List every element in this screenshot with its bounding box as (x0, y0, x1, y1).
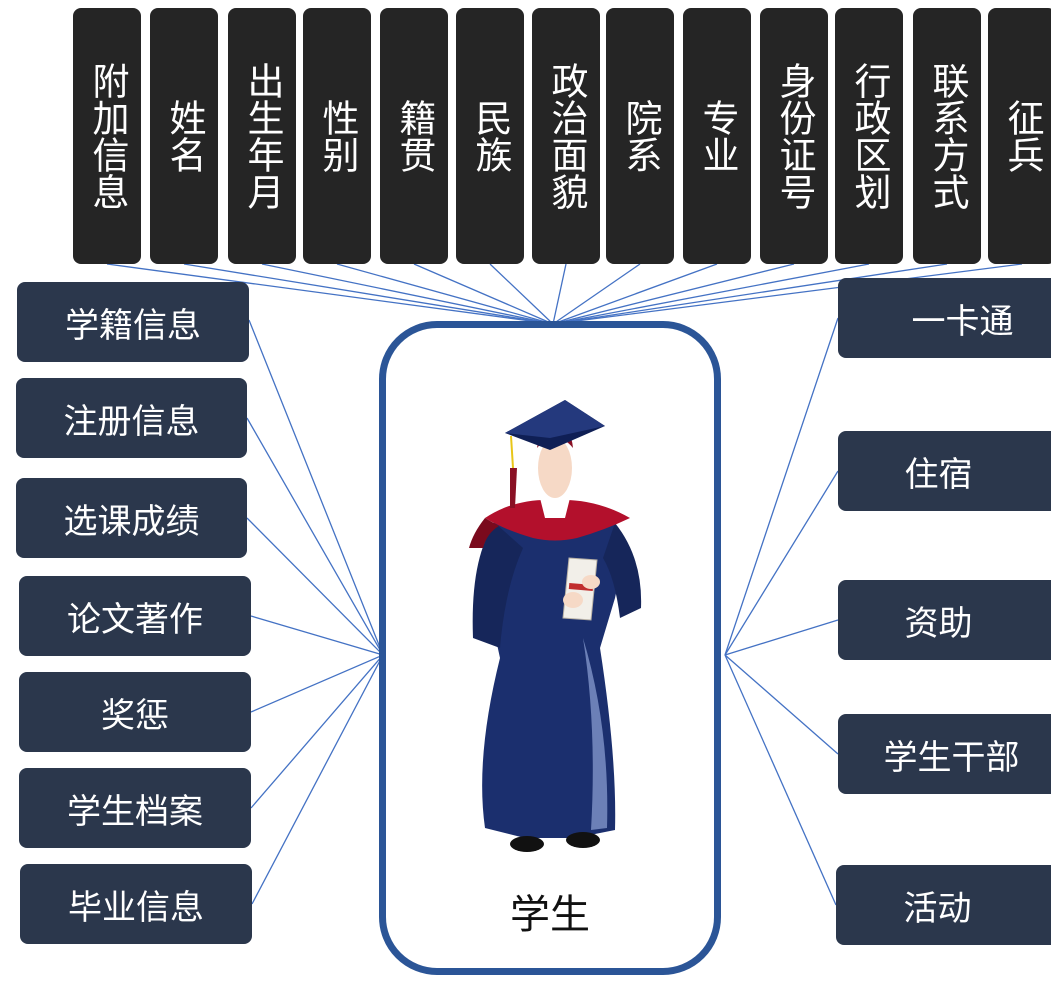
top-field-label: 姓名 (163, 99, 206, 173)
top-field-label: 联系方式 (926, 62, 969, 210)
left-item-label: 学籍信息 (65, 305, 201, 346)
tassel-cord (510, 435, 514, 469)
left-item-enrollment-info: 学籍信息 (17, 282, 249, 362)
right-item-campus-card: 一卡通 (838, 278, 1051, 358)
left-item-student-archive: 学生档案 (19, 768, 251, 848)
top-field-additional-info: 附加信息 (73, 8, 141, 264)
top-field-region: 行政区划 (835, 8, 903, 264)
connector-top-5 (413, 263, 554, 325)
left-item-label: 学生档案 (67, 791, 203, 832)
top-field-label: 政治面貌 (545, 62, 588, 210)
left-sleeve (472, 523, 523, 648)
top-field-birth-date: 出生年月 (228, 8, 296, 264)
mortarboard-top (505, 400, 605, 438)
connector-top-3 (261, 263, 554, 325)
connector-right-3 (724, 619, 839, 656)
right-item-accommodation: 住宿 (838, 431, 1051, 511)
right-item-student-cadre: 学生干部 (838, 714, 1051, 794)
face (538, 438, 572, 498)
right-item-label: 住宿 (904, 454, 973, 495)
right-sleeve (603, 523, 642, 618)
hand-right (582, 575, 600, 589)
gown-highlight (583, 638, 608, 830)
right-item-label: 资助 (904, 603, 973, 644)
top-field-label: 出生年月 (241, 62, 284, 210)
top-field-gender: 性别 (303, 8, 371, 264)
top-field-name: 姓名 (150, 8, 218, 264)
top-field-label: 院系 (619, 99, 662, 173)
graduate-student-illustration (469, 400, 642, 852)
top-field-id-number: 身份证号 (760, 8, 828, 264)
right-item-label: 活动 (903, 888, 972, 929)
connector-top-2 (183, 263, 554, 325)
top-field-department: 院系 (606, 8, 674, 264)
top-field-ethnicity: 民族 (456, 8, 524, 264)
left-item-label: 选课成绩 (63, 501, 200, 542)
connector-top-4 (336, 263, 554, 325)
connector-left-4 (250, 615, 384, 656)
connector-top-9 (552, 263, 718, 325)
hood (485, 499, 630, 541)
connector-left-2 (246, 417, 384, 656)
left-item-label: 论文著作 (67, 599, 203, 640)
left-item-publications: 论文著作 (19, 576, 251, 656)
top-field-native-place: 籍贯 (380, 8, 448, 264)
connector-right-4 (724, 654, 839, 755)
left-item-label: 注册信息 (63, 401, 200, 442)
connector-left-6 (250, 654, 384, 809)
top-field-label: 身份证号 (773, 62, 816, 210)
shoe-left (510, 836, 544, 852)
left-item-label: 奖惩 (101, 695, 169, 736)
right-item-label: 一卡通 (911, 301, 1014, 342)
connector-right-1 (724, 317, 839, 656)
connector-left-5 (250, 654, 384, 713)
top-field-conscription: 征兵 (988, 8, 1051, 264)
connector-top-6 (489, 263, 554, 325)
connector-left-3 (246, 517, 384, 656)
connector-right-5 (724, 654, 837, 906)
top-field-label: 民族 (469, 99, 512, 173)
connector-left-1 (248, 319, 384, 656)
connector-top-12 (552, 263, 948, 325)
top-field-label: 附加信息 (86, 62, 129, 210)
left-item-registration-info: 注册信息 (16, 378, 247, 458)
connector-right-2 (724, 470, 839, 656)
left-item-rewards-penalties: 奖惩 (19, 672, 251, 752)
hood-drape (469, 518, 499, 548)
top-field-label: 行政区划 (848, 62, 891, 210)
top-field-label: 性别 (316, 99, 359, 173)
connector-top-11 (552, 263, 870, 325)
collar (540, 498, 570, 518)
right-item-financial-aid: 资助 (838, 580, 1051, 660)
shoe-right (566, 832, 600, 848)
tassel (510, 468, 517, 508)
connector-top-7 (552, 263, 567, 325)
connector-top-1 (106, 263, 554, 325)
top-field-major: 专业 (683, 8, 751, 264)
top-field-label: 专业 (696, 99, 739, 173)
top-field-label: 征兵 (1001, 99, 1044, 173)
left-item-label: 毕业信息 (68, 887, 204, 928)
left-item-course-grades: 选课成绩 (16, 478, 247, 558)
right-item-activities: 活动 (836, 865, 1051, 945)
top-field-political-status: 政治面貌 (532, 8, 600, 264)
right-item-label: 学生干部 (883, 737, 1020, 778)
connector-left-7 (251, 654, 384, 905)
left-item-graduation-info: 毕业信息 (20, 864, 252, 944)
hand-left (563, 592, 583, 608)
connector-top-10 (552, 263, 795, 325)
diploma-icon (562, 557, 598, 621)
connector-top-13 (552, 263, 1023, 325)
top-field-label: 籍贯 (393, 99, 436, 173)
top-field-contact: 联系方式 (913, 8, 981, 264)
student-label: 学生 (510, 892, 590, 938)
connector-top-8 (552, 263, 641, 325)
